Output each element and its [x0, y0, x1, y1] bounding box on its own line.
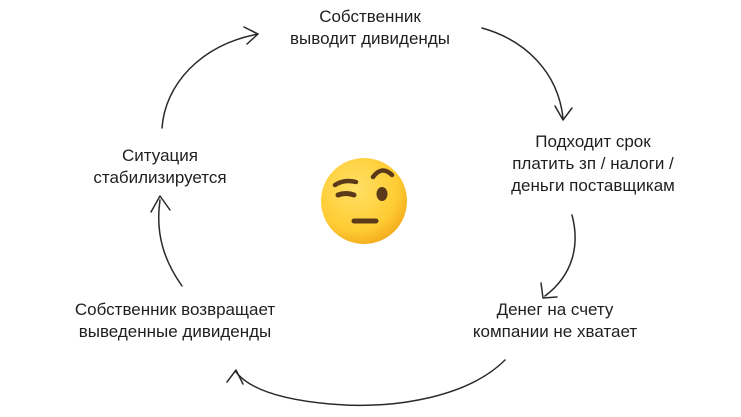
emoji-right-eye	[376, 187, 388, 201]
node-line: Собственник	[319, 7, 421, 26]
node-situation-stabilizes: Ситуация стабилизируется	[70, 145, 250, 189]
arrowhead-top-to-right	[554, 105, 573, 121]
node-line: компании не хватает	[472, 322, 638, 341]
node-payment-deadline: Подходит срок платить зп / налоги / день…	[478, 131, 708, 197]
node-line: Денег на счету	[496, 300, 614, 319]
node-line: Ситуация	[122, 146, 198, 165]
emoji-left-eyebrow	[332, 178, 359, 188]
arrow-top-to-right	[481, 27, 564, 119]
arrowhead-right-down	[540, 282, 558, 299]
arrow-right-down	[544, 214, 576, 297]
arrowhead-bottom	[226, 369, 244, 385]
emoji-right-eyebrow	[370, 168, 395, 180]
emoji-left-eye	[335, 191, 357, 198]
node-owner-withdraws-dividends: Собственник выводит дивиденды	[255, 6, 485, 50]
arrow-left-up	[157, 199, 183, 287]
node-line: Подходит срок	[535, 132, 651, 151]
arrow-left-to-top	[161, 33, 259, 129]
arrowhead-left-to-top	[243, 26, 259, 45]
node-line: платить зп / налоги /	[512, 154, 674, 173]
node-insufficient-funds: Денег на счету компании не хватает	[440, 299, 670, 343]
node-line: деньги поставщикам	[511, 176, 675, 195]
emoji-face	[321, 158, 407, 244]
node-owner-returns-dividends: Собственник возвращает выведенные дивиде…	[45, 299, 305, 343]
node-line: Собственник возвращает	[74, 300, 276, 319]
face-with-raised-eyebrow-emoji	[321, 158, 407, 244]
arrowhead-left-up	[150, 195, 171, 213]
node-line: выведенные дивиденды	[78, 322, 272, 341]
node-line: стабилизируется	[93, 168, 227, 187]
arrow-bottom	[235, 359, 506, 407]
node-line: выводит дивиденды	[290, 29, 450, 48]
